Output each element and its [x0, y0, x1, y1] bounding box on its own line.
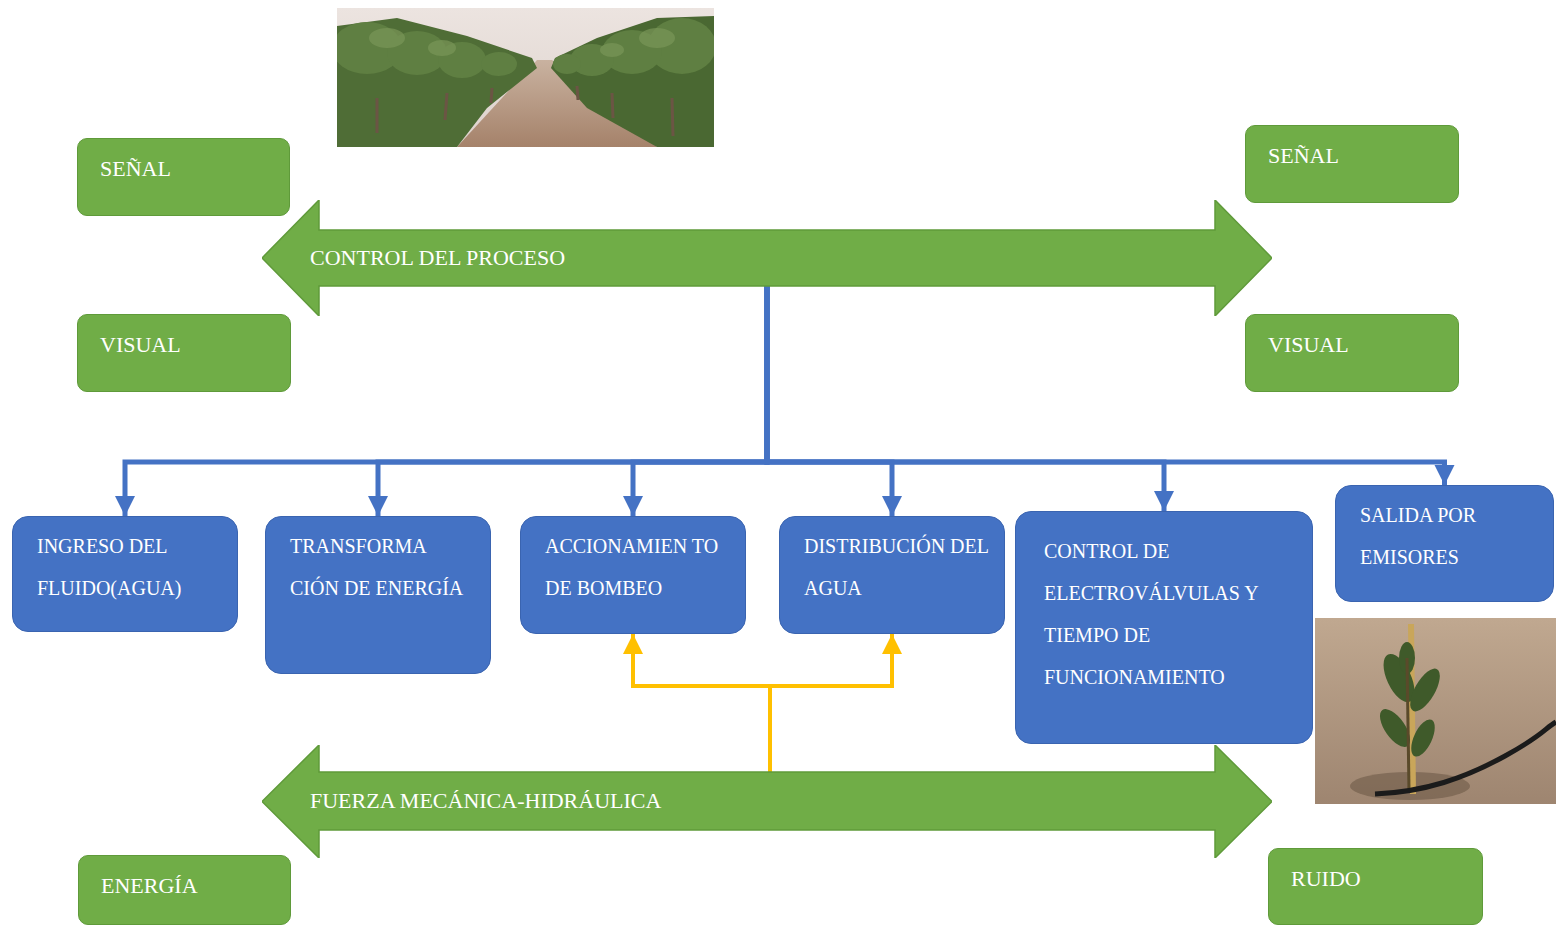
process-box: ACCIONAMIEN TO DE BOMBEO [520, 516, 746, 634]
band-label: FUERZA MECÁNICA-HIDRÁULICA [310, 772, 661, 830]
box-label: DISTRIBUCIÓN DEL AGUA [804, 525, 992, 609]
tree-canopies [337, 18, 714, 78]
box-label: SALIDA POR EMISORES [1360, 494, 1541, 578]
signal-box: VISUAL [77, 314, 291, 392]
band-outline [262, 200, 1272, 316]
signal-box: SEÑAL [77, 138, 290, 216]
process-box: INGRESO DEL FLUIDO(AGUA) [12, 516, 238, 632]
box-label: VISUAL [1268, 331, 1448, 359]
process-band: CONTROL DEL PROCESO [262, 200, 1272, 316]
box-label: INGRESO DEL FLUIDO(AGUA) [37, 525, 225, 609]
plant-stem [1407, 658, 1409, 790]
control-connector [633, 286, 767, 516]
box-label: CONTROL DE ELECTROVÁLVULAS Y TIEMPO DE F… [1044, 530, 1298, 698]
signal-box: RUIDO [1268, 848, 1483, 925]
tree-highlights [369, 28, 675, 57]
process-box: DISTRIBUCIÓN DEL AGUA [779, 516, 1005, 634]
process-box: TRANSFORMA CIÓN DE ENERGÍA [265, 516, 491, 674]
signal-box: VISUAL [1245, 314, 1459, 392]
box-label: VISUAL [100, 331, 280, 359]
force-connector [633, 634, 770, 772]
band-label: CONTROL DEL PROCESO [310, 230, 565, 286]
signal-box: SEÑAL [1245, 125, 1459, 203]
orchard-photo [337, 8, 714, 147]
plant-leaves [1374, 642, 1445, 760]
band-outline [262, 745, 1272, 858]
sky [337, 8, 714, 147]
box-label: SEÑAL [1268, 142, 1448, 170]
control-connector [767, 286, 892, 516]
box-label: ACCIONAMIEN TO DE BOMBEO [545, 525, 733, 609]
drip-plant-photo [1315, 618, 1556, 804]
box-label: TRANSFORMA CIÓN DE ENERGÍA [290, 525, 478, 609]
box-label: RUIDO [1291, 865, 1472, 893]
force-connector [770, 634, 892, 772]
process-box: CONTROL DE ELECTROVÁLVULAS Y TIEMPO DE F… [1015, 511, 1313, 744]
soil [1315, 618, 1556, 804]
process-box: SALIDA POR EMISORES [1335, 485, 1554, 602]
control-connector [767, 286, 1164, 511]
process-band: FUERZA MECÁNICA-HIDRÁULICA [262, 745, 1272, 858]
box-label: SEÑAL [100, 155, 279, 183]
signal-box: ENERGÍA [78, 855, 291, 925]
control-connector [378, 286, 767, 516]
box-label: ENERGÍA [101, 872, 280, 900]
tree-trunks [377, 86, 673, 136]
drip-tube [1375, 722, 1556, 794]
